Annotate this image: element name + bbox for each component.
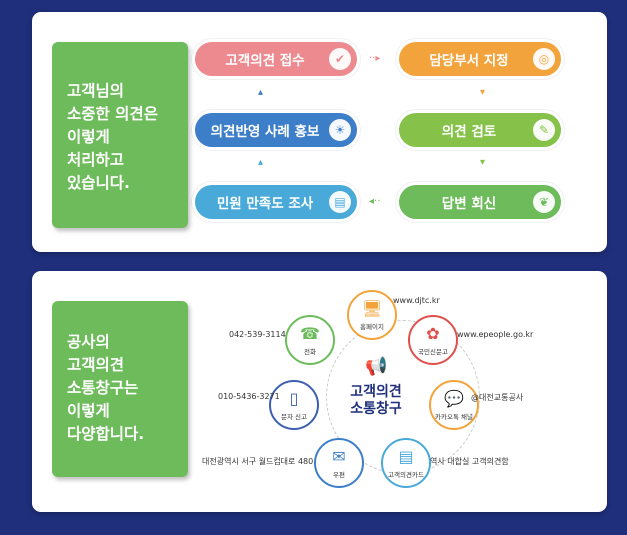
mail-icon: ✉	[332, 446, 346, 466]
center-title: 고객의견 소통창구	[337, 384, 415, 418]
step-receive-opinion: 고객의견 접수 ✔	[195, 42, 357, 76]
document-icon: ▤	[329, 191, 351, 213]
arrow-up-icon: ▴	[258, 157, 264, 168]
megaphone-icon: 📢	[365, 356, 388, 377]
channel-phone: ☎ 전화	[285, 315, 335, 365]
lightbulb-icon: ☀	[329, 119, 351, 141]
channel-label: 전화	[304, 347, 316, 356]
process-heading-line: 이렇게	[67, 128, 110, 146]
channels-heading-line: 공사의	[67, 333, 110, 351]
homepage-url: www.djtc.kr	[393, 296, 440, 305]
arrow-up-icon: ▴	[258, 87, 264, 98]
chat-bubble-icon: 💬	[444, 388, 464, 408]
step-label: 의견반영 사례 홍보	[210, 124, 320, 140]
arrow-right-icon: ··▸	[369, 53, 381, 64]
step-label: 의견 검토	[441, 124, 497, 140]
center-title-line: 소통창구	[350, 401, 402, 417]
channel-opinion-card: ▤ 고객의견카드	[381, 438, 431, 488]
channels-heading: 공사의 고객의견 소통창구는 이렇게 다양합니다.	[52, 301, 188, 477]
channel-label: 국민신문고	[418, 347, 448, 356]
channel-label: 고객의견카드	[388, 470, 424, 479]
step-satisfaction-survey: 민원 만족도 조사 ▤	[195, 185, 357, 219]
phone-icon: ☎	[300, 323, 320, 343]
channel-epeople: ✿ 국민신문고	[408, 315, 458, 365]
channel-homepage: 🖥 홈페이지	[347, 290, 397, 340]
sms-number: 010-5436-3271	[218, 392, 280, 401]
arrow-down-icon: ▾	[480, 157, 486, 168]
center-title-line: 고객의견	[350, 384, 402, 400]
channel-kakaotalk: 💬 카카오톡 채널	[429, 380, 479, 430]
opinion-card-location: 역사 대합실 고객의견함	[430, 457, 509, 466]
process-heading-line: 있습니다.	[67, 174, 130, 192]
channel-mail: ✉ 우편	[314, 438, 364, 488]
mail-address: 대전광역시 서구 월드컵대로 480	[202, 457, 314, 466]
channel-label: 홈페이지	[360, 322, 384, 331]
arrow-down-icon: ▾	[480, 87, 486, 98]
card-icon: ▤	[398, 446, 414, 466]
process-heading-line: 처리하고	[67, 151, 125, 169]
channels-panel: 공사의 고객의견 소통창구는 이렇게 다양합니다. 📢 고객의견 소통창구 🖥 …	[32, 271, 607, 512]
channels-heading-line: 이렇게	[67, 402, 110, 420]
process-heading-line: 소중한 의견은	[67, 105, 158, 123]
step-review-opinion: 의견 검토 ✎	[399, 113, 561, 147]
process-heading-line: 고객님의	[67, 82, 125, 100]
step-label: 담당부서 지정	[429, 53, 509, 69]
step-label: 민원 만족도 조사	[216, 196, 314, 212]
target-icon: ◎	[533, 48, 555, 70]
step-publicize-cases: 의견반영 사례 홍보 ☀	[195, 113, 357, 147]
channels-heading-line: 다양합니다.	[67, 425, 145, 443]
process-panel: 고객님의 소중한 의견은 이렇게 처리하고 있습니다. 고객의견 접수 ✔ 담당…	[32, 12, 607, 252]
arrow-left-icon: ◂··	[369, 196, 381, 207]
channel-sms: ▯ 문자 신고	[269, 380, 319, 430]
epeople-url: www.epeople.go.kr	[457, 330, 534, 339]
channel-label: 문자 신고	[281, 412, 307, 421]
tools-icon: ✎	[533, 119, 555, 141]
phone-number: 042-539-3114	[229, 330, 286, 339]
process-heading: 고객님의 소중한 의견은 이렇게 처리하고 있습니다.	[52, 42, 188, 228]
mobile-phone-icon: ▯	[289, 388, 299, 408]
channels-heading-line: 고객의견	[67, 356, 125, 374]
step-label: 고객의견 접수	[225, 53, 305, 69]
step-label: 답변 회신	[441, 196, 497, 212]
kakaotalk-id: @대전교통공사	[471, 393, 524, 402]
pinwheel-icon: ✿	[426, 323, 440, 343]
check-circle-icon: ✔	[329, 48, 351, 70]
step-reply: 답변 회신 ❦	[399, 185, 561, 219]
channel-label: 카카오톡 채널	[435, 412, 473, 421]
channels-heading-line: 소통창구는	[67, 379, 139, 397]
monitor-icon: 🖥	[361, 298, 383, 318]
channel-label: 우편	[333, 470, 345, 479]
step-assign-department: 담당부서 지정 ◎	[399, 42, 561, 76]
leaf-icon: ❦	[533, 191, 555, 213]
